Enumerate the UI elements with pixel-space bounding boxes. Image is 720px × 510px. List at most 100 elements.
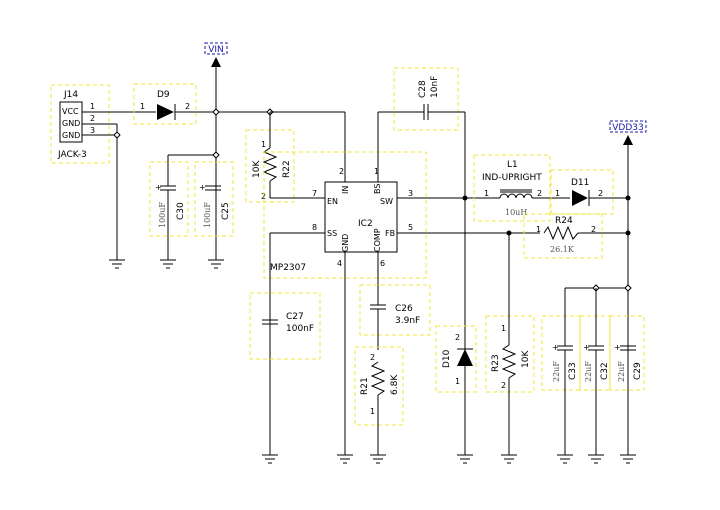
j14-pinnum-2: 2	[90, 114, 95, 123]
cap-c25: + 100uF C25	[194, 151, 234, 237]
ic2-pin-ss: SS	[327, 229, 337, 238]
r23-value: 10K	[521, 350, 531, 368]
ic2-pinnum-fb: 5	[408, 223, 413, 232]
d9-anode-icon	[157, 104, 174, 120]
resistor-r22: 1 2 10K R22	[245, 112, 325, 203]
r24-value: 26.1K	[550, 245, 575, 254]
l1-name: IND-UPRIGHT	[482, 173, 542, 183]
ic2-pin-comp: COMP	[373, 228, 382, 252]
ground-icon	[160, 259, 176, 269]
c25-plus-icon: +	[199, 183, 206, 192]
vin-label-box	[204, 42, 228, 55]
ic2-pinnum-in: 2	[339, 167, 344, 176]
d11-ref: D11	[571, 178, 589, 188]
c27-ref: C27	[286, 312, 304, 322]
r23-box	[485, 315, 535, 393]
c26-ref: C26	[395, 304, 413, 314]
c29-box	[609, 315, 645, 391]
c32-value: 22uF	[584, 361, 593, 382]
ground-icon	[337, 454, 353, 464]
l1-ref: L1	[507, 160, 518, 170]
j14-ref: J14	[63, 90, 78, 100]
r22-pin2: 2	[261, 192, 266, 201]
c28-ref: C28	[418, 80, 428, 98]
j14-pinnum-3: 3	[90, 126, 95, 135]
d10-box	[435, 325, 477, 393]
inductor-l1: L1 IND-UPRIGHT 1 2 10uH	[473, 154, 570, 222]
c29-plus-icon: +	[614, 343, 621, 352]
ic2-body	[324, 181, 398, 253]
l1-pin1: 1	[484, 189, 489, 198]
c29-value: 22uF	[617, 361, 626, 382]
ic2-pinnum-sw: 3	[408, 189, 413, 198]
c30-box	[149, 161, 189, 237]
cap-c32: + 22uF C32	[579, 288, 611, 455]
c25-value: 100uF	[203, 202, 212, 228]
ic2-part: MP2307	[270, 263, 306, 273]
ground-icon	[457, 454, 473, 464]
j14-pinnum-1: 1	[90, 102, 95, 111]
ic2-pinnum-ss: 8	[312, 223, 317, 232]
c27-value: 100nF	[286, 324, 314, 334]
d10-anode-icon	[457, 349, 473, 366]
ground-icon	[109, 259, 125, 269]
d10-pin2: 2	[455, 333, 460, 342]
d11-pin1: 1	[555, 189, 560, 198]
d11-pin2: 2	[598, 189, 603, 198]
c25-ref: C25	[221, 202, 231, 220]
l1-value: 10uH	[505, 208, 527, 217]
ic2-pin-fb: FB	[385, 229, 395, 238]
ic2-pinnum-comp: 6	[380, 259, 385, 268]
ic2-pin-bs: BS	[373, 184, 382, 194]
j14-pin-gnd1: GND	[62, 119, 80, 128]
r24-box	[523, 213, 603, 259]
connector-j14: J14 VCC GND GND 1 2 3 JACK-3	[50, 84, 156, 260]
output-cap-bus	[565, 284, 632, 292]
cap-c26: C26 3.9nF	[359, 284, 431, 350]
cap-c28: C28 10nF	[378, 67, 468, 455]
r21-box	[354, 346, 404, 426]
cap-c29: + 22uF C29	[609, 315, 645, 391]
r21-pin1: 1	[370, 407, 375, 416]
r21-ref: R21	[360, 377, 370, 395]
c25-box	[194, 161, 234, 237]
ic2-pin-en: EN	[327, 197, 338, 206]
ic2-pinnum-en: 7	[312, 189, 317, 198]
vin-junction-1	[212, 108, 220, 116]
l1-box	[473, 154, 551, 222]
ground-icon	[501, 454, 517, 464]
d9-box	[133, 83, 197, 125]
c32-ref: C32	[600, 362, 610, 380]
d10-ref: D10	[442, 349, 452, 368]
ic2-box	[263, 151, 427, 279]
c30-plus-icon: +	[155, 183, 162, 192]
r22-value: 10K	[252, 160, 262, 178]
cap-c27: C27 100nF	[249, 292, 321, 360]
ground-icon	[370, 454, 386, 464]
resistor-r23: 1 2 R23 10K	[485, 233, 535, 455]
r24-pin1: 1	[536, 225, 541, 234]
r23-zigzag-icon	[501, 344, 517, 379]
d11-anode-icon	[572, 190, 588, 206]
ground-icon	[620, 454, 636, 464]
d9-pin2: 2	[185, 102, 190, 111]
d10-pin1: 1	[455, 377, 460, 386]
r24-ref: R24	[555, 216, 573, 226]
ic2-pinnum-bs: 1	[374, 167, 379, 176]
c33-plus-icon: +	[552, 343, 559, 352]
vdd33-junction-1	[625, 195, 631, 201]
j14-pin-vcc: VCC	[62, 107, 79, 116]
r23-pin1: 1	[501, 324, 506, 333]
r21-value: 6.8K	[390, 374, 400, 395]
diode-d11: D11 1 2	[550, 169, 631, 215]
j14-body	[59, 101, 83, 143]
diode-d10: 2 1 D10	[435, 325, 477, 393]
ic-mp2307: IC2 MP2307 EN 7 SW 3 SS 8 FB 5 IN 2 BS 1…	[263, 112, 540, 455]
r23-pin2: 2	[501, 381, 506, 390]
c30-value: 100uF	[158, 202, 167, 228]
cap-c33: + 22uF C33	[541, 288, 581, 455]
r21-zigzag-icon	[370, 361, 386, 396]
j14-box	[50, 84, 110, 164]
